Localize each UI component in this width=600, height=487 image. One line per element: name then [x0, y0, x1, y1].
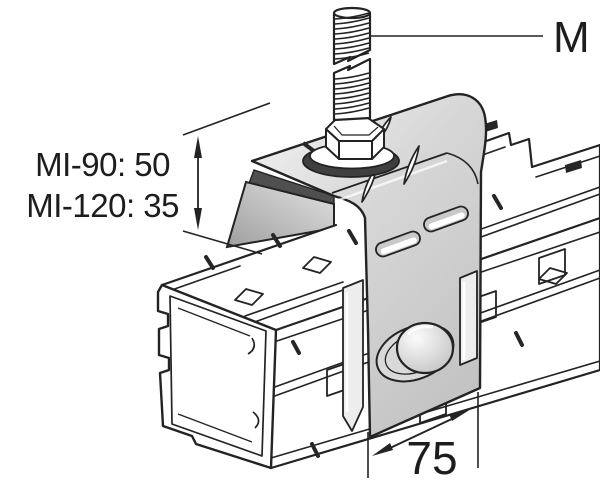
- bracket-slot-mark: [301, 141, 316, 153]
- arrowhead-up: [194, 136, 202, 158]
- width-dimension: [367, 392, 479, 478]
- bracket-slot: [375, 205, 469, 258]
- end-profile-top-lip: [247, 337, 256, 355]
- hex-nut: [325, 117, 385, 160]
- extension-line: [182, 102, 271, 136]
- height-dimension: [182, 102, 271, 255]
- arrowhead-right: [449, 409, 471, 421]
- arrowhead-down: [194, 208, 202, 230]
- bracket-claw: [342, 270, 478, 432]
- annotations: M MI-90: 50 MI-120: 35 75: [26, 13, 589, 484]
- threaded-rod: [332, 6, 372, 122]
- dome-bolt-head: [395, 321, 455, 375]
- rod-threads: [334, 12, 370, 115]
- extension-line: [182, 230, 263, 255]
- girder-tick-marks: [204, 194, 524, 458]
- end-profile-bottom-lip: [252, 411, 260, 429]
- girder-hole: [234, 256, 568, 306]
- height-dim-label-mi120: MI-120: 35: [26, 187, 179, 224]
- rod-size-label: M: [553, 13, 590, 62]
- girder-connector-bracket: [250, 93, 488, 439]
- bracket-far-leg: [225, 169, 335, 249]
- height-dim-label-mi90: MI-90: 50: [35, 146, 170, 183]
- arrowhead-left: [372, 443, 393, 456]
- girder-end-profile: [156, 283, 278, 470]
- dome-bolt: [375, 321, 455, 383]
- width-dim-label: 75: [406, 432, 457, 484]
- rod-assembly: [302, 6, 400, 178]
